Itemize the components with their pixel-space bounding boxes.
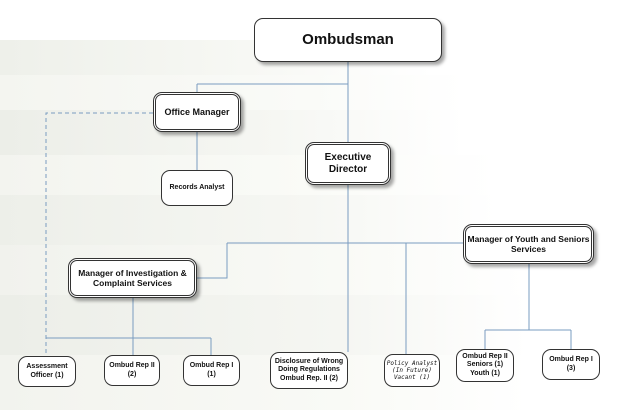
node-assessment-officer: Assessment Officer (1)	[18, 356, 76, 387]
connector-assessment-dashed	[45, 112, 153, 356]
node-label: Executive Director	[324, 151, 372, 175]
node-ombud-rep-ii-2: Ombud Rep II (2)	[104, 355, 160, 386]
node-label: Records Analyst	[169, 183, 225, 191]
node-ombud-rep-ii-seniors-youth: Ombud Rep II Seniors (1) Youth (1)	[456, 349, 514, 382]
node-label: Ombud Rep II (2)	[109, 362, 155, 378]
node-label: Manager of Investigation & Complaint Ser…	[78, 267, 187, 288]
node-label: Disclosure of Wrong Doing Regulations Om…	[274, 357, 344, 382]
node-label: Ombudsman	[302, 31, 394, 48]
node-label: Ombud Rep I (1)	[189, 362, 234, 378]
node-policy-analyst: Policy Analyst (In Future) Vacant (1)	[384, 354, 440, 387]
node-executive-director: Executive Director	[305, 142, 391, 185]
node-label: Ombud Rep I (3)	[549, 356, 593, 372]
node-ombud-rep-i-1: Ombud Rep I (1)	[183, 355, 240, 386]
node-records-analyst: Records Analyst	[161, 170, 233, 206]
connector-to-investigation	[197, 243, 228, 279]
node-label: Manager of Youth and Seniors Services	[467, 233, 590, 254]
background-band	[0, 295, 620, 355]
node-label: Policy Analyst (In Future) Vacant (1)	[386, 359, 438, 382]
node-office-manager: Office Manager	[153, 92, 241, 132]
node-manager-youth-seniors: Manager of Youth and Seniors Services	[463, 224, 594, 264]
node-ombud-rep-i-3: Ombud Rep I (3)	[542, 349, 600, 380]
node-label: Office Manager	[164, 106, 230, 117]
node-label: Assessment Officer (1)	[26, 363, 68, 379]
background-band	[0, 75, 620, 110]
node-ombudsman: Ombudsman	[254, 18, 442, 62]
node-manager-investigation: Manager of Investigation & Complaint Ser…	[68, 258, 197, 298]
node-label: Ombud Rep II Seniors (1) Youth (1)	[462, 352, 508, 377]
node-disclosure-wrong-doing: Disclosure of Wrong Doing Regulations Om…	[270, 352, 348, 389]
